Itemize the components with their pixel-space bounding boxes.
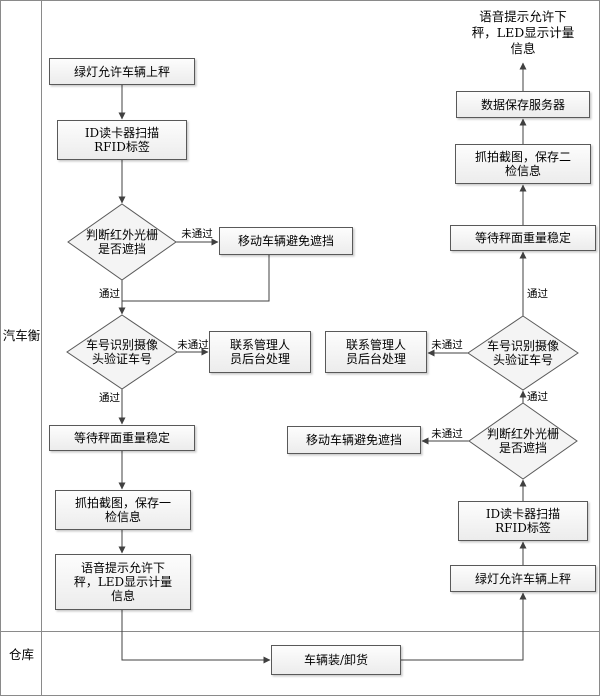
node-text-line: RFID标签 — [495, 521, 551, 535]
label-pass-plate-left: 通过 — [99, 392, 120, 404]
node-text-line: 数据保存服务器 — [480, 97, 565, 112]
label-pass-ir-right: 通过 — [527, 391, 548, 403]
node-snapshot-first-check: 抓拍截图，保存一 检信息 — [55, 490, 191, 530]
node-move-vehicle-right: 移动车辆避免遮挡 — [287, 426, 421, 454]
node-move-vehicle-left: 移动车辆避免遮挡 — [219, 227, 353, 255]
label-fail-plate-right: 未通过 — [431, 339, 463, 351]
decision-ir-blocked-right-text: 判断红外光栅 是否遮挡 — [475, 427, 571, 455]
node-text-line: 秤，LED显示计量 — [73, 575, 173, 589]
node-text-line: 车号识别摄像 — [85, 338, 158, 352]
node-text-line: 车号识别摄像 — [486, 339, 559, 353]
connector-voice-to-loading — [121, 610, 271, 664]
connector-move-vehicle-return-left — [122, 255, 270, 302]
node-text-line: 移动车辆避免遮挡 — [237, 234, 334, 248]
node-text-line: 头验证车号 — [91, 352, 152, 366]
node-text-line: 是否遮挡 — [97, 242, 146, 256]
node-voice-prompt-right: 语音提示允许下 秤，LED显示计量 信息 — [454, 9, 592, 57]
label-fail-ir-right: 未通过 — [431, 428, 463, 440]
node-text-line: 员后台处理 — [345, 352, 406, 366]
lane-label-warehouse: 仓库 — [8, 647, 34, 662]
decision-plate-verify-right-text: 车号识别摄像 头验证车号 — [475, 339, 571, 367]
node-rfid-scan-right: ID读卡器扫描 RFID标签 — [458, 501, 588, 541]
node-text-line: 绿灯允许车辆上秤 — [73, 64, 170, 79]
lane-column-divider — [41, 1, 42, 695]
node-contact-admin-right: 联系管理人 员后台处理 — [325, 331, 427, 373]
node-text-line: 检信息 — [104, 510, 141, 524]
node-green-light-right: 绿灯允许车辆上秤 — [450, 565, 596, 592]
node-text-line: 判断红外光栅 — [486, 427, 559, 441]
node-text-line: 是否遮挡 — [498, 441, 547, 455]
node-green-light-left: 绿灯允许车辆上秤 — [49, 58, 195, 85]
node-text-line: 联系管理人 — [345, 338, 406, 352]
node-text-line: 员后台处理 — [229, 352, 290, 366]
node-text-line: 信息 — [510, 41, 536, 56]
node-rfid-scan-left: ID读卡器扫描 RFID标签 — [57, 120, 187, 160]
node-text-line: 联系管理人 — [229, 338, 290, 352]
node-data-server: 数据保存服务器 — [456, 91, 590, 118]
decision-plate-verify-left — [66, 314, 178, 390]
node-text-line: 检信息 — [504, 164, 541, 178]
node-text-line: ID读卡器扫描 — [84, 126, 160, 140]
node-text-line: 语音提示允许下 — [479, 9, 567, 24]
node-text-line: 绿灯允许车辆上秤 — [474, 571, 571, 586]
node-wait-stable-right: 等待秤面重量稳定 — [450, 225, 596, 251]
node-text-line: 车辆装/卸货 — [303, 653, 369, 667]
label-fail-plate-left: 未通过 — [177, 339, 209, 351]
node-text-line: 抓拍截图，保存二 — [474, 150, 571, 164]
node-text-line: 判断红外光栅 — [85, 228, 158, 242]
node-snapshot-second-check: 抓拍截图，保存二 检信息 — [455, 144, 591, 184]
node-contact-admin-left: 联系管理人 员后台处理 — [209, 331, 311, 373]
node-text-line: 语音提示允许下 — [80, 561, 165, 575]
decision-ir-blocked-left-text: 判断红外光栅 是否遮挡 — [74, 228, 170, 256]
node-text-line: 等待秤面重量稳定 — [73, 431, 170, 445]
decision-plate-verify-left-text: 车号识别摄像 头验证车号 — [74, 338, 170, 366]
node-wait-stable-left: 等待秤面重量稳定 — [49, 425, 195, 451]
node-vehicle-loading: 车辆装/卸货 — [271, 645, 401, 675]
connector-loading-to-green-right — [401, 592, 527, 661]
node-text-line: 信息 — [110, 589, 135, 603]
lane-row-divider — [1, 631, 599, 632]
lane-label-truck-scale: 汽车衡 — [2, 328, 41, 343]
label-pass-plate-right: 通过 — [527, 288, 548, 300]
label-fail-ir-left: 未通过 — [181, 228, 213, 240]
node-text-line: 秤，LED显示计量 — [471, 25, 575, 40]
node-text-line: 移动车辆避免遮挡 — [305, 433, 402, 447]
node-voice-prompt-left: 语音提示允许下 秤，LED显示计量 信息 — [55, 554, 191, 610]
node-text-line: ID读卡器扫描 — [485, 507, 561, 521]
decision-plate-verify-right — [467, 315, 579, 391]
decision-ir-blocked-left — [67, 203, 177, 281]
node-text-line: RFID标签 — [94, 140, 150, 154]
decision-ir-blocked-right — [468, 402, 578, 480]
node-text-line: 头验证车号 — [492, 353, 553, 367]
label-pass-ir-left: 通过 — [99, 288, 120, 300]
node-text-line: 等待秤面重量稳定 — [474, 231, 571, 245]
node-text-line: 抓拍截图，保存一 — [74, 496, 171, 510]
